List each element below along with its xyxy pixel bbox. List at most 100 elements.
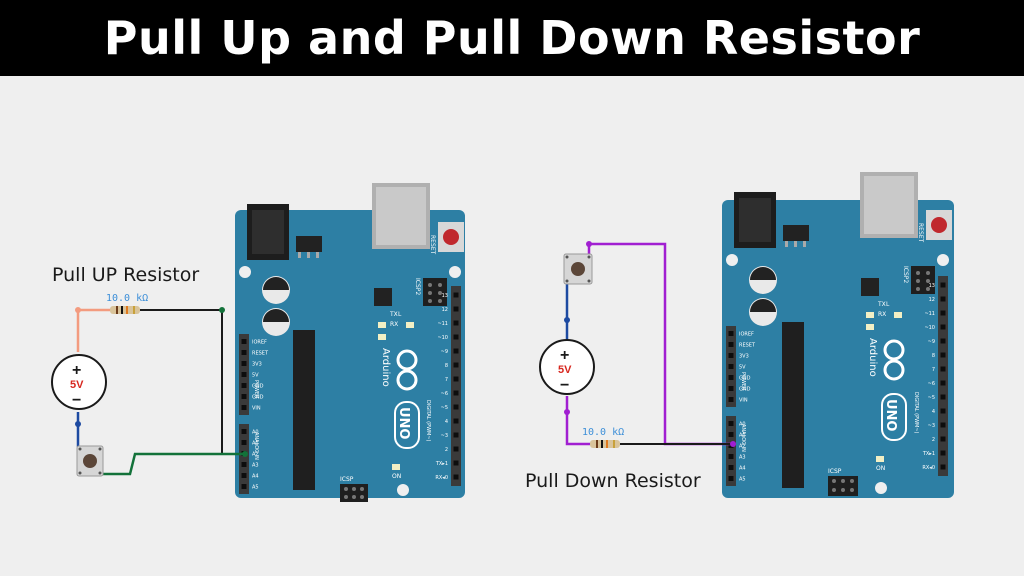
voltage-label: 5V xyxy=(558,364,572,376)
wire-button-to-a1 xyxy=(102,452,245,476)
left-voltage-source: + 5V − xyxy=(51,354,107,410)
header-pin[interactable] xyxy=(728,364,734,369)
header-pin[interactable] xyxy=(728,476,734,481)
arduino-logo-icon xyxy=(883,339,905,381)
icsp-label: ICSP xyxy=(828,468,842,475)
pin-label: RESET xyxy=(252,351,269,357)
junction-dot xyxy=(242,451,248,457)
pin-label: ~11 xyxy=(924,311,935,317)
header-pin[interactable] xyxy=(940,464,946,470)
header-pin[interactable] xyxy=(453,376,459,382)
voltage-regulator xyxy=(296,236,322,252)
pin-label: TX▸1 xyxy=(922,451,935,457)
header-pin[interactable] xyxy=(728,375,734,380)
header-pin[interactable] xyxy=(453,418,459,424)
header-pin[interactable] xyxy=(453,432,459,438)
header-pin[interactable] xyxy=(241,462,247,467)
header-pin[interactable] xyxy=(453,474,459,480)
header-pin[interactable] xyxy=(453,348,459,354)
pin-label: A5 xyxy=(252,485,259,491)
header-pin[interactable] xyxy=(940,394,946,400)
mount-hole xyxy=(449,266,461,278)
header-pin[interactable] xyxy=(728,342,734,347)
reset-button[interactable] xyxy=(443,229,459,245)
header-pin[interactable] xyxy=(241,372,247,377)
header-pin[interactable] xyxy=(241,394,247,399)
pin-label: GND xyxy=(739,387,751,393)
tx-label: TX xyxy=(877,301,886,308)
header-pin[interactable] xyxy=(728,331,734,336)
header-pin[interactable] xyxy=(453,292,459,298)
icsp2-header xyxy=(423,278,447,306)
header-pin[interactable] xyxy=(453,320,459,326)
reset-button[interactable] xyxy=(931,217,947,233)
header-pin[interactable] xyxy=(940,450,946,456)
header-pin[interactable] xyxy=(453,390,459,396)
header-pin[interactable] xyxy=(940,324,946,330)
mount-hole xyxy=(397,484,409,496)
header-pin[interactable] xyxy=(241,361,247,366)
header-pin[interactable] xyxy=(241,350,247,355)
header-pin[interactable] xyxy=(241,484,247,489)
header-pin[interactable] xyxy=(453,460,459,466)
header-pin[interactable] xyxy=(241,405,247,410)
button-cap[interactable] xyxy=(571,262,585,276)
mount-hole xyxy=(875,482,887,494)
left-resistor-label: 10.0 kΩ xyxy=(106,293,148,304)
header-pin[interactable] xyxy=(241,473,247,478)
pin-label: IOREF xyxy=(739,332,754,338)
pin-label: ~9 xyxy=(928,339,935,345)
header-pin[interactable] xyxy=(940,422,946,428)
header-pin[interactable] xyxy=(728,353,734,358)
header-pin[interactable] xyxy=(940,408,946,414)
header-pin[interactable] xyxy=(453,446,459,452)
header-pin[interactable] xyxy=(940,310,946,316)
header-pin[interactable] xyxy=(940,436,946,442)
wire-resistor-to-a1 xyxy=(140,309,245,455)
pin-label: 2 xyxy=(445,447,448,453)
pin-label: GND xyxy=(739,376,751,382)
brand-label: Arduino xyxy=(380,348,391,387)
header-strip xyxy=(451,286,461,486)
header-pin[interactable] xyxy=(940,366,946,372)
board-body xyxy=(722,200,954,498)
header-pin[interactable] xyxy=(940,282,946,288)
pull-down-caption: Pull Down Resistor xyxy=(525,470,701,492)
header-pin[interactable] xyxy=(728,397,734,402)
header-pin[interactable] xyxy=(241,339,247,344)
header-pin[interactable] xyxy=(728,465,734,470)
on-led xyxy=(876,456,884,462)
header-pin[interactable] xyxy=(241,440,247,445)
pin-label: A1 xyxy=(252,441,259,447)
header-pin[interactable] xyxy=(728,421,734,426)
icsp2-header xyxy=(911,266,935,294)
junction-dot xyxy=(564,409,570,415)
left-push-button[interactable] xyxy=(76,445,104,477)
pin-label: 7 xyxy=(932,367,935,373)
header-pin[interactable] xyxy=(728,432,734,437)
usb-port-inner xyxy=(376,187,426,245)
header-pin[interactable] xyxy=(453,306,459,312)
header-pin[interactable] xyxy=(940,380,946,386)
header-pin[interactable] xyxy=(940,352,946,358)
header-pin[interactable] xyxy=(940,338,946,344)
pin-label: 8 xyxy=(445,363,448,369)
header-pin[interactable] xyxy=(453,404,459,410)
header-pin[interactable] xyxy=(728,454,734,459)
usb-port-inner xyxy=(864,176,914,234)
minus-sign: − xyxy=(560,377,569,394)
header-pin[interactable] xyxy=(241,383,247,388)
header-pin[interactable] xyxy=(453,362,459,368)
wire-button-to-a1 xyxy=(587,242,733,446)
header-pin[interactable] xyxy=(940,296,946,302)
on-led xyxy=(392,464,400,470)
header-pin[interactable] xyxy=(453,334,459,340)
button-cap[interactable] xyxy=(83,454,97,468)
header-pin[interactable] xyxy=(728,386,734,391)
pin-label: 12 xyxy=(442,307,448,313)
header-pin[interactable] xyxy=(241,429,247,434)
right-push-button[interactable] xyxy=(563,253,593,285)
